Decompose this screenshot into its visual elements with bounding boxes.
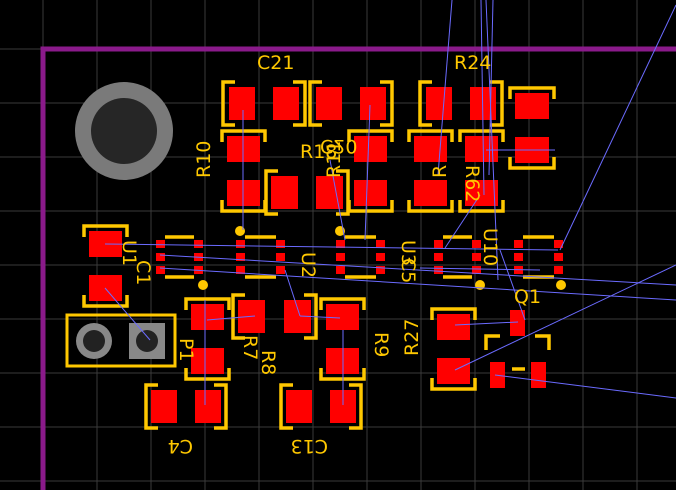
label-r18: R18 xyxy=(300,141,337,163)
pad-q1-1[interactable] xyxy=(510,310,525,336)
label-c1: C1 xyxy=(132,260,154,285)
pad-c20-1[interactable] xyxy=(316,87,342,120)
label-r62: R62 xyxy=(461,165,483,202)
label-c21: C21 xyxy=(257,52,294,74)
pad-r27-2[interactable] xyxy=(437,358,470,384)
label-c13: C13 xyxy=(291,435,328,457)
pad-r18-1[interactable] xyxy=(271,176,298,209)
board-outline xyxy=(40,46,676,490)
label-c4: C4 xyxy=(168,435,193,457)
label-r8: R8 xyxy=(257,350,279,375)
pad-c13-1[interactable] xyxy=(286,390,312,423)
mounting-hole[interactable] xyxy=(75,82,173,180)
pad-c20-2[interactable] xyxy=(360,87,386,120)
label-u10: U10 xyxy=(479,228,501,266)
pad-q1-3[interactable] xyxy=(531,362,546,388)
pad-c21-2[interactable] xyxy=(273,87,299,120)
pad-r7-b[interactable] xyxy=(191,348,224,374)
pad-c4-1[interactable] xyxy=(151,390,177,423)
pad-r9-1[interactable] xyxy=(326,304,359,330)
label-r: R xyxy=(429,165,451,178)
label-r27: R27 xyxy=(401,319,423,356)
silkscreen-outlines xyxy=(82,80,556,430)
pad-r-1[interactable] xyxy=(414,136,447,162)
pad-c20-3[interactable] xyxy=(354,136,387,162)
pad-r24-1[interactable] xyxy=(426,87,452,120)
label-r11: R11 xyxy=(323,141,345,178)
label-r9: R9 xyxy=(370,332,392,357)
label-r7: R7 xyxy=(239,335,261,360)
pad-c20-4[interactable] xyxy=(354,180,387,206)
connector-p1[interactable] xyxy=(65,313,177,368)
pad-c21-1[interactable] xyxy=(229,87,255,120)
label-q1: Q1 xyxy=(514,286,541,308)
label-r10: R10 xyxy=(193,141,215,178)
designator-labels: C21 R24 R10 R18 R11 C20 R R62 U1 C1 U2 U… xyxy=(118,52,541,457)
label-u2: U2 xyxy=(297,252,319,278)
pad-r18-2[interactable] xyxy=(316,176,343,209)
label-u3: U3 xyxy=(397,240,419,266)
pad-r-2[interactable] xyxy=(414,180,447,206)
label-c20: C20 xyxy=(320,135,357,157)
label-u1: U1 xyxy=(118,240,140,266)
pad-r27-1[interactable] xyxy=(437,314,470,340)
label-p1: P1 xyxy=(175,338,197,362)
pad-c-right-1[interactable] xyxy=(515,93,549,119)
label-c5: C5 xyxy=(397,258,419,283)
ratsnest-lines xyxy=(104,0,676,405)
pad-c4-2[interactable] xyxy=(195,390,221,423)
pad-r7-a[interactable] xyxy=(191,304,224,330)
label-r24: R24 xyxy=(454,52,491,74)
pad-r62-2[interactable] xyxy=(465,180,498,206)
